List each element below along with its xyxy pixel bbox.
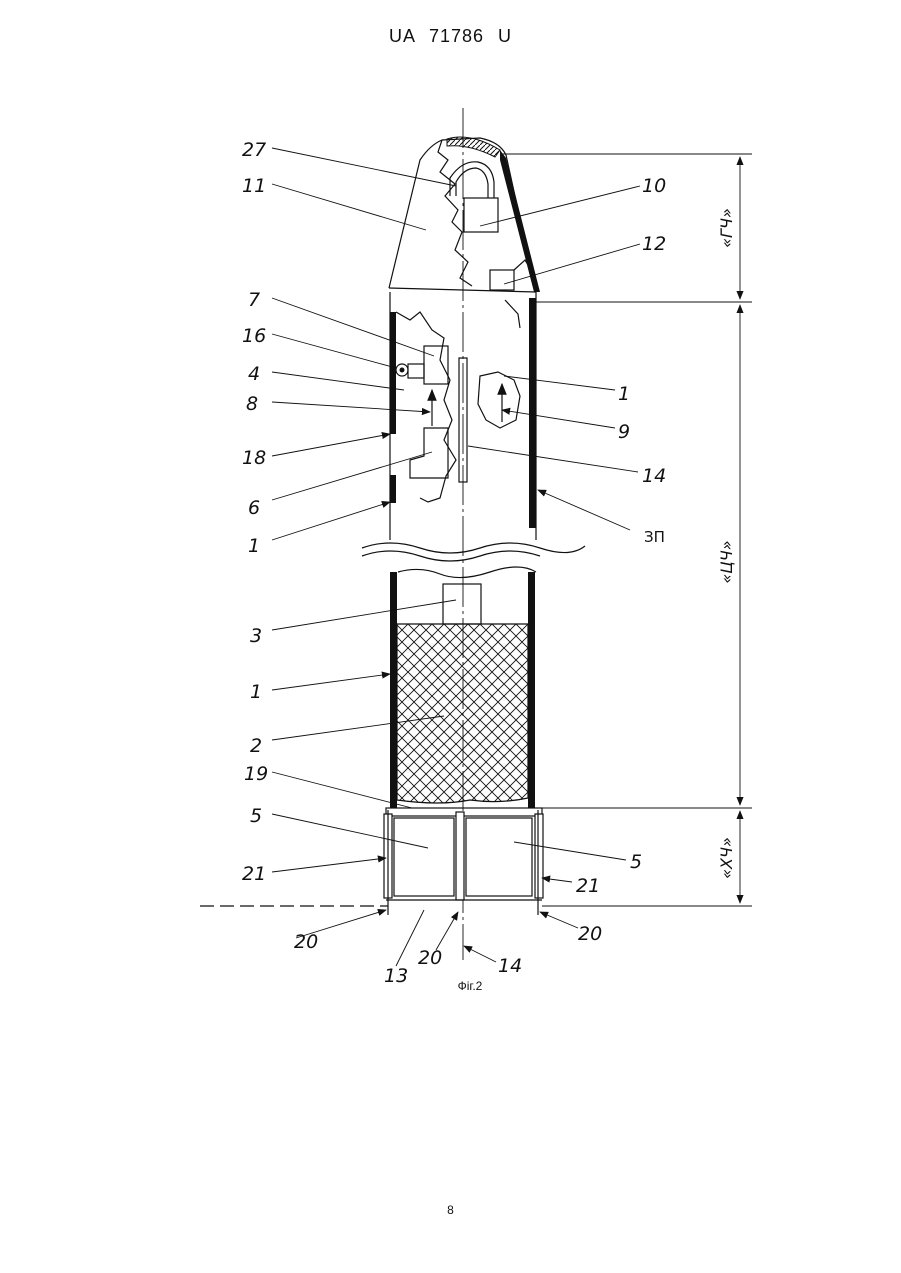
page-number: 8: [0, 1203, 901, 1217]
element-3: [443, 584, 481, 624]
body-wall-left-mid: [390, 475, 396, 503]
dim-label-tail: «ХЧ»: [717, 837, 736, 879]
body-wall-right-upper: [529, 298, 536, 528]
element-12: [490, 270, 514, 290]
element-5-left: [394, 818, 454, 896]
tail-bar-center: [456, 812, 464, 900]
label-14-lower: 14: [498, 955, 522, 977]
label-1-upper: 1: [248, 535, 260, 557]
label-12: 12: [642, 233, 666, 255]
element-7: [424, 346, 448, 384]
nose-cutaway: [438, 140, 472, 286]
label-4: 4: [248, 363, 260, 385]
label-21-left: 21: [242, 863, 266, 885]
label-1-lower: 1: [250, 681, 262, 703]
body-wall-left-lower: [390, 572, 397, 808]
label-9: 9: [618, 421, 630, 443]
label-27: 27: [242, 139, 266, 161]
element-9-cutaway: [478, 372, 520, 428]
label-10: 10: [642, 175, 666, 197]
label-3p: ЗП: [644, 528, 665, 546]
body-wall-right-lower: [528, 572, 535, 808]
nose-cone: [389, 138, 536, 292]
label-19: 19: [244, 763, 268, 785]
label-2: 2: [250, 735, 262, 757]
body-wall-left-upper: [390, 312, 396, 434]
label-7: 7: [248, 289, 260, 311]
dim-label-middle: «ЦЧ»: [717, 540, 736, 583]
label-20-right: 20: [578, 923, 602, 945]
element-10: [464, 198, 498, 232]
label-5-right: 5: [630, 851, 642, 873]
element-5-right: [466, 818, 532, 896]
label-3: 3: [250, 625, 262, 647]
label-11: 11: [242, 175, 266, 197]
tail-bar-right: [535, 814, 543, 898]
dim-label-head: «ГЧ»: [717, 208, 736, 248]
figure-caption: Фіг.2: [0, 979, 901, 993]
label-1-right: 1: [618, 383, 630, 405]
label-8: 8: [246, 393, 258, 415]
label-6: 6: [248, 497, 260, 519]
label-16: 16: [242, 325, 266, 347]
nose-tip-hatch: [447, 137, 500, 157]
element-2-charge: [397, 624, 528, 803]
label-20-left: 20: [294, 931, 318, 953]
nose-shell: [500, 150, 540, 292]
label-5-left: 5: [250, 805, 262, 827]
label-20-center: 20: [418, 947, 442, 969]
label-18: 18: [242, 447, 266, 469]
label-14-upper: 14: [642, 465, 666, 487]
label-21-right: 21: [576, 875, 600, 897]
body-cutaway: [396, 312, 456, 502]
